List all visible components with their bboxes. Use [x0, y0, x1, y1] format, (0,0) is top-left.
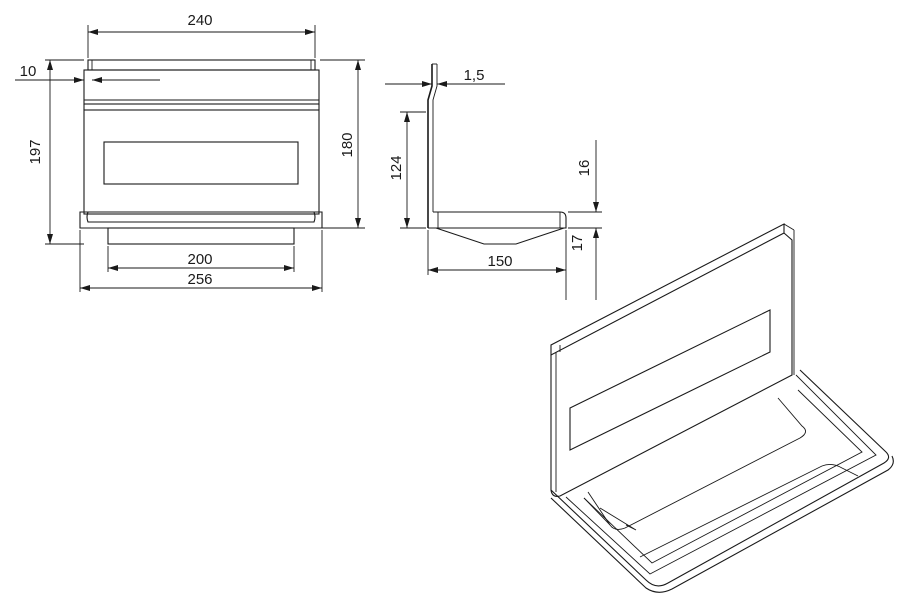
dim-depth: 150	[487, 253, 512, 270]
side-tray-bottom	[435, 227, 565, 245]
side-back-wall	[427, 64, 433, 228]
top-hook-strip	[87, 59, 316, 71]
dim-back-height: 180	[339, 132, 356, 157]
dim-total-height: 197	[27, 139, 44, 164]
dim-lip-height: 16	[576, 160, 593, 177]
dim-total-width: 256	[187, 271, 212, 288]
front-view: 240 10 197 180 200 256	[15, 12, 365, 292]
upper-back-panel	[83, 69, 320, 105]
iso-window	[569, 309, 771, 451]
dim-left-offset: 10	[20, 63, 37, 80]
iso-tray-rim	[550, 369, 890, 587]
side-tray	[428, 211, 567, 229]
isometric-view	[550, 223, 894, 593]
iso-back-panel	[550, 232, 793, 497]
label-window	[103, 141, 299, 185]
dim-base-height: 17	[569, 235, 586, 252]
tray-lip	[79, 211, 323, 229]
main-back-panel	[83, 109, 320, 215]
dim-thickness: 1,5	[464, 67, 485, 84]
iso-tray-inner	[565, 374, 877, 575]
dim-tray-width: 200	[187, 251, 212, 268]
side-view: 1,5 124 16 17 150	[385, 63, 602, 300]
iso-tray-facet	[587, 397, 806, 530]
tray-bottom	[107, 227, 295, 245]
dim-top-width: 240	[187, 12, 212, 29]
dim-side-height: 124	[388, 155, 405, 180]
